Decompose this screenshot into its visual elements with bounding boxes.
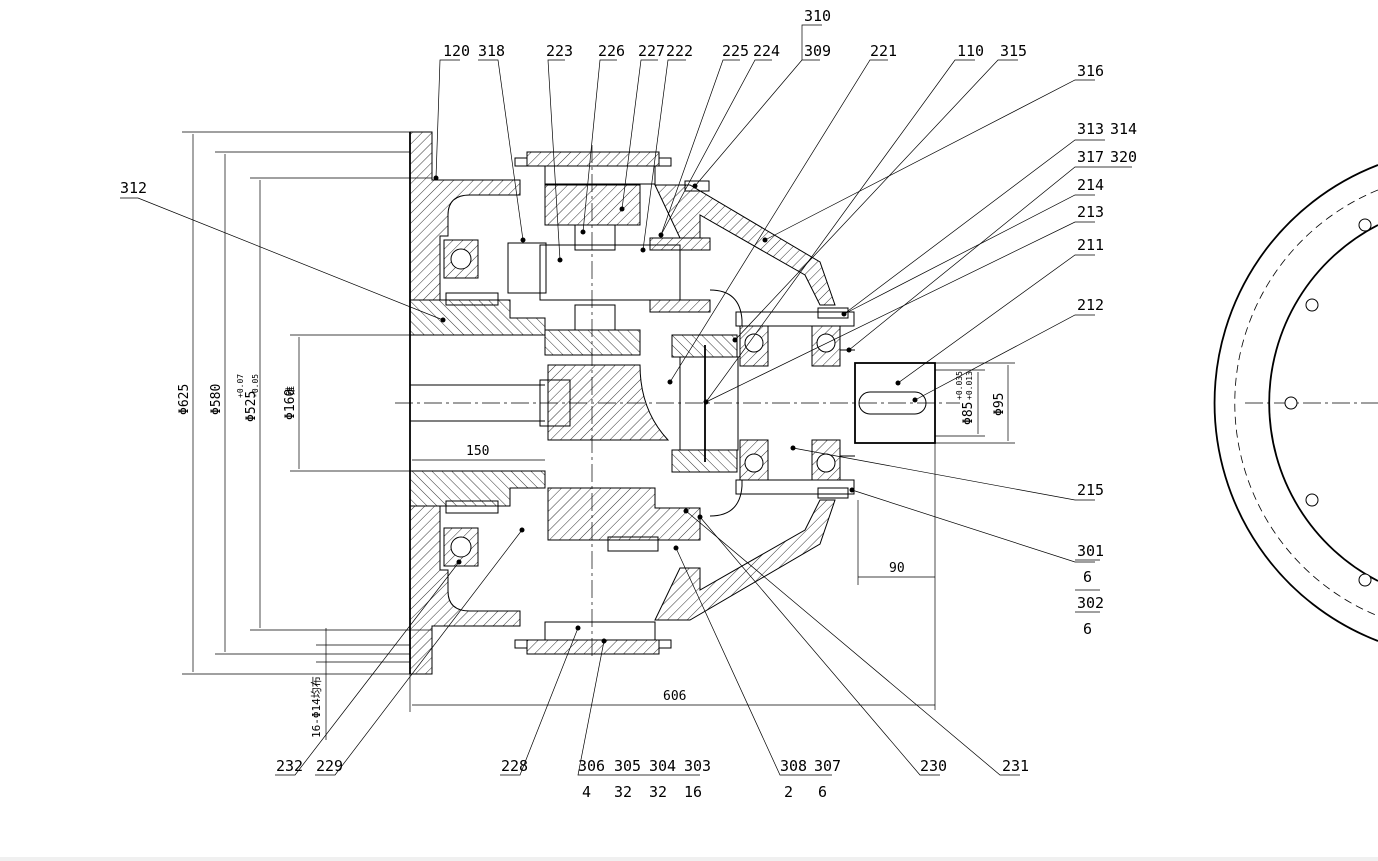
label-314: 314 — [1110, 120, 1137, 138]
label-303-qty: 16 — [684, 783, 702, 801]
dim-holes: 16-Φ14均布 — [310, 676, 323, 738]
label-302: 302 — [1077, 594, 1104, 612]
label-120: 120 — [443, 42, 470, 60]
leader-lines — [120, 24, 1132, 776]
label-110: 110 — [957, 42, 984, 60]
label-315: 315 — [1000, 42, 1027, 60]
dim-95: Φ95 — [992, 393, 1007, 416]
label-307-qty: 6 — [818, 783, 827, 801]
dim-90: 90 — [889, 561, 905, 576]
housing-flange — [409, 131, 545, 675]
dim-606: 606 — [663, 689, 686, 704]
label-317: 317 — [1077, 148, 1104, 166]
label-215: 215 — [1077, 481, 1104, 499]
dim-625: Φ625 — [177, 384, 192, 415]
output-cage — [671, 307, 855, 499]
dimension-texts: Φ625 Φ580 Φ525 +0.07 -0.05 Φ160 锥 150 60… — [177, 371, 1007, 738]
dim-525: Φ525 — [244, 391, 259, 422]
dim-150: 150 — [466, 444, 489, 459]
label-307: 307 — [814, 757, 841, 775]
dim-525-tol-upper: +0.07 — [236, 374, 245, 398]
label-306-qty: 4 — [582, 783, 591, 801]
bearings-left — [443, 239, 479, 567]
part-labels: 120 318 223 226 227 222 225 224 310 309 … — [120, 7, 1137, 801]
carrier — [539, 364, 701, 552]
label-227: 227 — [638, 42, 665, 60]
label-309: 309 — [804, 42, 831, 60]
label-221: 221 — [870, 42, 897, 60]
label-211: 211 — [1077, 236, 1104, 254]
end-view — [1213, 164, 1378, 642]
dim-580: Φ580 — [209, 384, 224, 415]
gear-ring — [514, 151, 672, 655]
label-308-qty: 2 — [784, 783, 793, 801]
label-212: 212 — [1077, 296, 1104, 314]
label-229: 229 — [316, 757, 343, 775]
label-308: 308 — [780, 757, 807, 775]
label-306: 306 — [578, 757, 605, 775]
footer-bar — [0, 857, 1378, 861]
label-225: 225 — [722, 42, 749, 60]
label-230: 230 — [920, 757, 947, 775]
dim-85-tol-lower: +0.013 — [965, 371, 974, 400]
label-320: 320 — [1110, 148, 1137, 166]
label-301-qty: 6 — [1083, 568, 1092, 586]
label-305-qty: 32 — [614, 783, 632, 801]
label-305: 305 — [614, 757, 641, 775]
label-304: 304 — [649, 757, 676, 775]
dim-160-note: 锥 — [285, 386, 297, 396]
label-224: 224 — [753, 42, 780, 60]
label-214: 214 — [1077, 176, 1104, 194]
dim-85: Φ85 — [961, 402, 976, 425]
label-222: 222 — [666, 42, 693, 60]
input-sleeve — [409, 292, 546, 514]
dim-160: Φ160 — [283, 389, 298, 420]
label-228: 228 — [501, 757, 528, 775]
dimension-lines — [182, 131, 1100, 740]
label-312: 312 — [120, 179, 147, 197]
label-223: 223 — [546, 42, 573, 60]
label-226: 226 — [598, 42, 625, 60]
label-303: 303 — [684, 757, 711, 775]
label-231: 231 — [1002, 757, 1029, 775]
dim-85-tol-upper: +0.035 — [955, 371, 964, 400]
label-304-qty: 32 — [649, 783, 667, 801]
label-213: 213 — [1077, 203, 1104, 221]
label-318: 318 — [478, 42, 505, 60]
label-316: 316 — [1077, 62, 1104, 80]
label-232: 232 — [276, 757, 303, 775]
label-302-qty: 6 — [1083, 620, 1092, 638]
centerlines — [395, 145, 1378, 660]
label-313: 313 — [1077, 120, 1104, 138]
label-310: 310 — [804, 7, 831, 25]
dim-525-tol-lower: -0.05 — [251, 374, 260, 398]
label-301: 301 — [1077, 542, 1104, 560]
